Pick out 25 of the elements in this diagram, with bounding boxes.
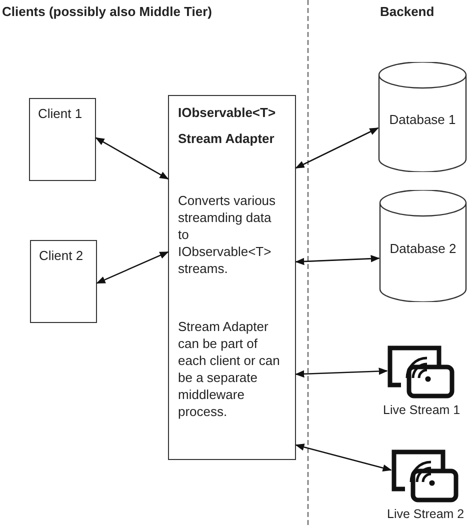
client-box <box>29 98 96 181</box>
database-cylinder <box>378 62 467 172</box>
database-cylinder <box>379 190 467 302</box>
icon-caption: Live Stream 1 <box>383 403 460 417</box>
node-label: Client 2 <box>39 247 84 264</box>
column-heading: Backend <box>380 4 434 19</box>
double-arrow <box>95 137 169 180</box>
double-arrow <box>295 127 379 169</box>
double-arrow <box>295 255 380 266</box>
node-label: Database 1 <box>388 111 457 128</box>
node-label: Database 2 <box>388 240 458 257</box>
broadcast-screen-icon <box>391 449 459 503</box>
component-heading: Stream Adapter <box>178 130 276 147</box>
double-arrow <box>295 444 392 472</box>
component-box <box>168 95 296 460</box>
double-arrow <box>295 368 388 378</box>
broadcast-screen-icon <box>387 345 455 399</box>
node-label: Client 1 <box>38 105 84 122</box>
client-box <box>30 240 97 323</box>
column-heading: Clients (possibly also Middle Tier) <box>2 4 212 19</box>
component-heading: IObservable<T> <box>178 104 277 121</box>
description-text: Stream Adapter can be part of each client or can be a separate middleware process. <box>178 318 281 420</box>
double-arrow <box>96 251 169 284</box>
description-text: Converts various streamding data to IObservable<T> streams. <box>178 192 277 277</box>
icon-caption: Live Stream 2 <box>387 507 464 521</box>
